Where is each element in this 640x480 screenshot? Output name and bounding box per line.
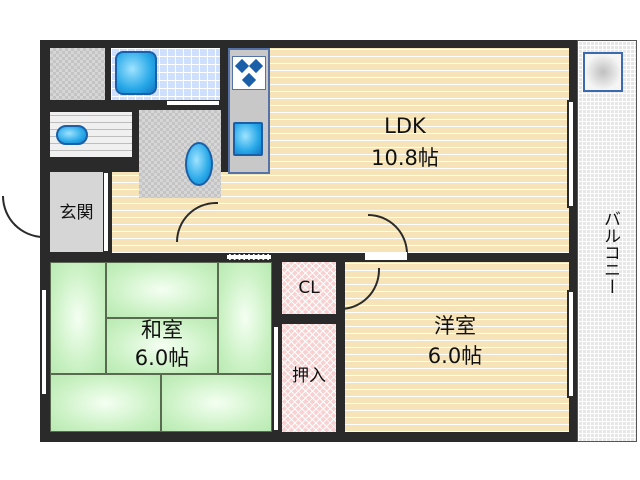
washbasin-icon [185,142,213,186]
genkan-label: 玄関 [59,203,94,223]
ldk-size: 10.8帖 [371,146,439,170]
washitsu-sliding-door[interactable] [226,254,272,260]
youshitsu-window[interactable] [567,290,575,398]
oshiire-door[interactable] [272,325,280,432]
closet-label: CL [298,278,320,298]
balcony [577,40,637,442]
toilet-icon [56,125,88,145]
oshiire-label: 押入 [292,366,326,386]
washitsu-window[interactable] [40,288,48,396]
washitsu-label: 和室 [141,318,183,342]
entrance-door[interactable] [2,196,44,238]
stove-icon [232,56,266,90]
youshitsu-label: 洋室 [434,314,476,338]
closet [282,262,336,314]
tatami-mat [106,262,218,318]
bath-door[interactable] [166,100,220,106]
oshiire [282,324,336,432]
ldk-label: LDK [384,114,426,138]
ldk-door-opening[interactable] [365,252,407,260]
youshitsu-size: 6.0帖 [427,344,483,368]
washitsu-size: 6.0帖 [134,346,190,370]
storage-area [50,48,105,100]
genkan [50,172,103,252]
tatami-mat [218,262,272,374]
drain-icon [583,52,623,92]
youshitsu-floor [345,262,569,432]
washroom [139,110,221,198]
ldk-window[interactable] [567,100,575,208]
tatami-mat [50,374,161,432]
balcony-label: バルコニー [600,210,620,295]
kitchen-sink-icon [233,122,263,156]
ldk-floor [228,48,569,253]
tatami-mat [50,262,106,374]
bathtub-icon [115,51,157,95]
genkan-step [103,172,109,252]
tatami-mat [106,318,218,374]
tatami-mat [161,374,272,432]
